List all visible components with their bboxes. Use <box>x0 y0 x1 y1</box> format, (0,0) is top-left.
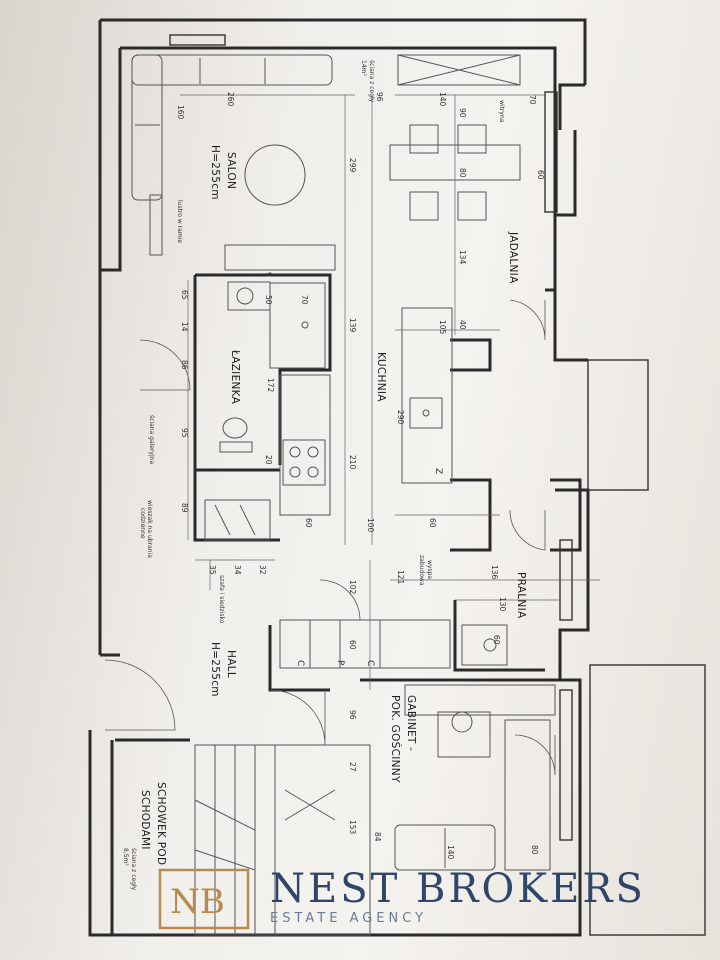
note-sciana-bottom-1: ściana z cegły <box>130 848 137 891</box>
dim-9: 9 <box>264 272 273 277</box>
dim-90: 90 <box>458 108 467 118</box>
dim-35: 35 <box>208 565 217 575</box>
terraces <box>587 359 706 936</box>
dim-60a: 60 <box>536 170 545 180</box>
dim-96b: 96 <box>348 710 357 720</box>
guest-sofa <box>394 824 496 871</box>
dim-172: 172 <box>266 378 275 393</box>
dim-50: 50 <box>264 295 273 305</box>
note-sciana-galeryjna: ściana galeryjna <box>148 415 155 464</box>
top-cabinet <box>397 54 521 86</box>
dim-14: 14 <box>180 322 189 332</box>
note-szafa: szafa i siedzisko <box>218 575 225 624</box>
dim-86: 86 <box>180 360 189 370</box>
dim-160: 160 <box>176 105 185 120</box>
doors <box>104 299 556 776</box>
coffee-table <box>244 144 306 206</box>
dim-299: 299 <box>348 158 357 173</box>
laundry-fixtures <box>461 624 508 666</box>
kitchen-counter <box>279 374 331 516</box>
dimension-labels: 260 160 299 96 140 90 70 60 80 134 65 14… <box>176 92 545 860</box>
dim-140b: 140 <box>446 845 455 860</box>
dimension-lines <box>180 94 600 690</box>
dim-80a: 80 <box>458 168 467 178</box>
dim-27: 27 <box>348 762 357 772</box>
dim-102: 102 <box>348 580 357 595</box>
bathroom-fixtures <box>219 244 336 453</box>
dim-210: 210 <box>348 455 357 470</box>
dim-139: 139 <box>348 318 357 333</box>
room-hall: HALL <box>225 650 237 678</box>
room-salon: SALON <box>225 152 237 189</box>
kitchen-island <box>401 307 453 484</box>
dim-140a: 140 <box>438 92 447 107</box>
room-salon-height: H=255cm <box>209 145 221 200</box>
dim-34: 34 <box>233 565 242 575</box>
dim-89: 89 <box>180 503 189 513</box>
dim-40: 40 <box>458 320 467 330</box>
dim-134: 134 <box>458 250 467 265</box>
dim-32: 32 <box>258 565 267 575</box>
appliance-c1: C <box>295 660 305 666</box>
note-sciana-top-2: 14m² <box>360 60 367 76</box>
dim-60e: 60 <box>492 635 501 645</box>
dim-130: 130 <box>498 597 507 612</box>
annotations: ściana z cegły 14m² witryna lustro w ram… <box>122 60 505 891</box>
dim-70: 70 <box>528 95 537 105</box>
dim-121: 121 <box>396 570 405 585</box>
dim-20: 20 <box>264 455 273 465</box>
dim-100: 100 <box>366 518 375 533</box>
appliance-p: P <box>335 660 345 666</box>
note-sciana-bottom-2: 8,5m² <box>122 848 129 866</box>
brand-logo: NB NEST BROKERS ESTATE AGENCY <box>158 866 646 930</box>
note-wieszak-2: codzienne <box>139 508 146 539</box>
dim-96a: 96 <box>375 92 384 102</box>
stairs <box>194 744 371 936</box>
appliance-labels: C P C Z <box>295 468 443 666</box>
logo-monogram: NB <box>170 882 225 922</box>
appliance-c2: C <box>365 660 375 666</box>
dim-60c: 60 <box>428 518 437 528</box>
office-wardrobe <box>504 719 551 871</box>
dim-290: 290 <box>396 410 405 425</box>
tv-cabinet <box>149 194 163 256</box>
room-schowek-line2: SCHODAMI <box>139 790 151 850</box>
dim-260: 260 <box>226 92 235 107</box>
dim-153: 153 <box>348 820 357 835</box>
dim-80b: 80 <box>530 845 539 855</box>
room-jadalnia: JADALNIA <box>507 231 519 284</box>
dim-65: 65 <box>180 290 189 300</box>
logo-subtitle: ESTATE AGENCY <box>270 911 427 926</box>
office-desk <box>404 684 556 758</box>
room-schowek-line1: SCHOWEK POD <box>155 782 167 865</box>
outer-walls <box>88 18 590 937</box>
note-wyspa-2: zabudowa <box>418 555 425 586</box>
dim-95: 95 <box>180 428 189 438</box>
note-lustro: lustro w ramie <box>176 200 183 243</box>
note-wieszak-1: wieszak na ubrania <box>146 500 153 558</box>
room-lazienka: ŁAZIENKA <box>229 349 241 405</box>
sofa <box>131 54 333 201</box>
hall-cabinets <box>279 619 451 669</box>
appliance-z: Z <box>433 468 443 474</box>
room-gabinet-line1: GABINET - <box>405 695 417 751</box>
note-witryna: witryna <box>498 100 505 123</box>
note-sciana-top-1: ściana z cegły <box>368 60 375 103</box>
logo-brand-name: NEST BROKERS <box>270 866 646 912</box>
room-pralnia: PRALNIA <box>515 572 527 619</box>
room-hall-height: H=255cm <box>209 642 221 697</box>
dim-136: 136 <box>490 565 499 580</box>
dim-84: 84 <box>373 832 382 842</box>
dim-60b: 60 <box>304 518 313 528</box>
dim-70b: 70 <box>300 295 309 305</box>
note-wyspa-1: wyspa <box>426 560 433 579</box>
room-kuchnia: KUCHNIA <box>375 352 387 402</box>
wardrobe-hall <box>204 499 271 541</box>
room-gabinet-line2: POK. GOŚCINNY <box>389 695 402 783</box>
dim-105: 105 <box>438 320 447 335</box>
dim-60d: 60 <box>348 640 357 650</box>
room-labels: SALON H=255cm JADALNIA KUCHNIA ŁAZIENKA … <box>139 145 527 865</box>
